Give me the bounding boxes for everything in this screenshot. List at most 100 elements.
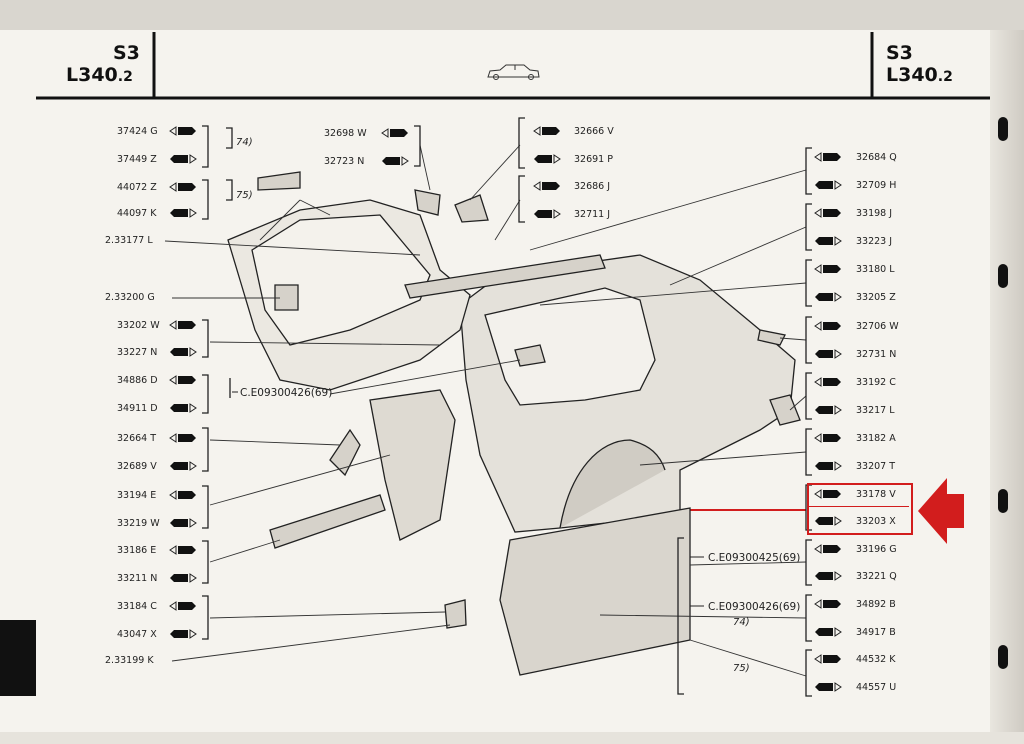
outline-arrow-left-icon [814,377,822,387]
filled-arrow-left-icon [382,157,400,165]
left-right-symbol-icon [814,599,841,609]
part-label[interactable]: 33211 N [117,573,158,584]
header-left-code: L340.2 [66,64,133,86]
part-label[interactable]: 33207 T [856,461,896,472]
part-label[interactable]: 32709 H [856,180,897,191]
part-label[interactable]: 33219 W [117,518,160,529]
part-label[interactable]: 32691 P [574,154,613,165]
part-label[interactable]: 32689 V [117,461,157,472]
part-label[interactable]: 33227 N [117,347,158,358]
left-right-symbol-icon [815,682,842,692]
part-pair-bracket [202,374,209,414]
leader-line [209,454,391,506]
part-label[interactable]: 33186 E [117,545,157,556]
left-right-symbol-icon [169,601,196,611]
leader-line [779,337,807,341]
outline-arrow-left-icon [169,490,177,500]
part-label[interactable]: 32666 V [574,126,614,137]
part-label[interactable]: 33196 G [856,544,897,555]
part-label[interactable]: 32723 N [324,156,365,167]
ref-bracket [677,537,684,695]
leader-lines [164,144,807,677]
left-right-symbol-icon [534,209,561,219]
left-right-symbol-icon [815,516,842,526]
left-right-symbol-icon [815,627,842,637]
leader-line [469,144,521,201]
part-label[interactable]: 32698 W [324,128,367,139]
left-right-symbol-icon [170,518,197,528]
part-label[interactable]: 33221 Q [856,571,897,582]
part-label[interactable]: 33198 J [856,208,893,219]
year-note: 75) [236,190,253,201]
part-pair-bracket [202,179,209,220]
left-right-symbol-icon [169,375,196,385]
part-label[interactable]: 33223 J [856,236,893,247]
part-label[interactable]: 33217 L [856,405,895,416]
part-label[interactable]: 44557 U [856,682,897,693]
leader-line [209,539,281,563]
scan-bottom-edge [0,732,1024,744]
left-right-symbol-icon [533,126,560,136]
part-label[interactable]: 34892 B [856,599,896,610]
part-label[interactable]: 32664 T [117,433,157,444]
outline-arrow-right-icon [401,156,409,166]
part-label[interactable]: 34917 B [856,627,896,638]
part-label[interactable]: 33182 A [856,433,896,444]
part-label[interactable]: 33194 E [117,490,157,501]
highlighted-part-box[interactable] [807,483,913,535]
outline-arrow-left-icon [533,126,541,136]
outline-arrow-right-icon [553,209,561,219]
filled-arrow-right-icon [823,153,841,161]
part-pair-bracket [805,484,812,531]
part-label[interactable]: 32684 Q [856,152,897,163]
part-label[interactable]: 43047 X [117,629,157,640]
outline-arrow-right-icon [189,629,197,639]
part-label-highlighted[interactable]: 33203 X [856,516,896,527]
part-label-highlighted[interactable]: 33178 V [856,489,896,500]
part-label[interactable]: 34886 D [117,375,158,386]
part-label[interactable]: 44072 Z [117,182,157,193]
part-label[interactable]: 32731 N [856,349,897,360]
highlighted-part-divider [807,506,909,507]
part-label[interactable]: 32686 J [574,181,611,192]
outline-arrow-left-icon [169,545,177,555]
part-pair-bracket [805,203,812,251]
filled-arrow-left-icon [815,683,833,691]
outline-arrow-right-icon [189,347,197,357]
outline-arrow-right-icon [834,516,842,526]
part-label[interactable]: 33184 C [117,601,157,612]
outline-arrow-left-icon [814,489,822,499]
part-label[interactable]: 2.33199 K [105,655,154,666]
part-label[interactable]: 44097 K [117,208,157,219]
left-right-symbol-icon [169,433,196,443]
part-label[interactable]: 37424 G [117,126,158,137]
part-label[interactable]: 2.33177 L [105,235,153,246]
part-label[interactable]: 33205 Z [856,292,896,303]
part-label[interactable]: 34911 D [117,403,158,414]
left-right-symbol-icon [169,182,196,192]
filled-arrow-right-icon [178,127,196,135]
part-label[interactable]: 33192 C [856,377,896,388]
part-pair-bracket [805,649,812,697]
part-label[interactable]: 44532 K [856,654,896,665]
rear-quarter-panel-drawing [459,254,796,676]
left-right-symbols [169,126,842,692]
outline-arrow-right-icon [834,627,842,637]
part-label[interactable]: 32711 J [574,209,611,220]
part-label[interactable]: 32706 W [856,321,899,332]
outline-arrow-left-icon [814,433,822,443]
part-label[interactable]: 2.33200 G [105,292,155,303]
part-label[interactable]: 33180 L [856,264,895,275]
outline-arrow-right-icon [834,405,842,415]
binder-hole [998,489,1008,513]
outline-arrow-left-icon [169,182,177,192]
leader-line [164,240,421,256]
part-pair-bracket [414,125,421,167]
part-pair-bracket [202,427,209,472]
filled-arrow-left-icon [815,462,833,470]
part-label[interactable]: 33202 W [117,320,160,331]
leader-line [494,199,521,241]
part-label[interactable]: 37449 Z [117,154,157,165]
filled-arrow-left-icon [815,237,833,245]
